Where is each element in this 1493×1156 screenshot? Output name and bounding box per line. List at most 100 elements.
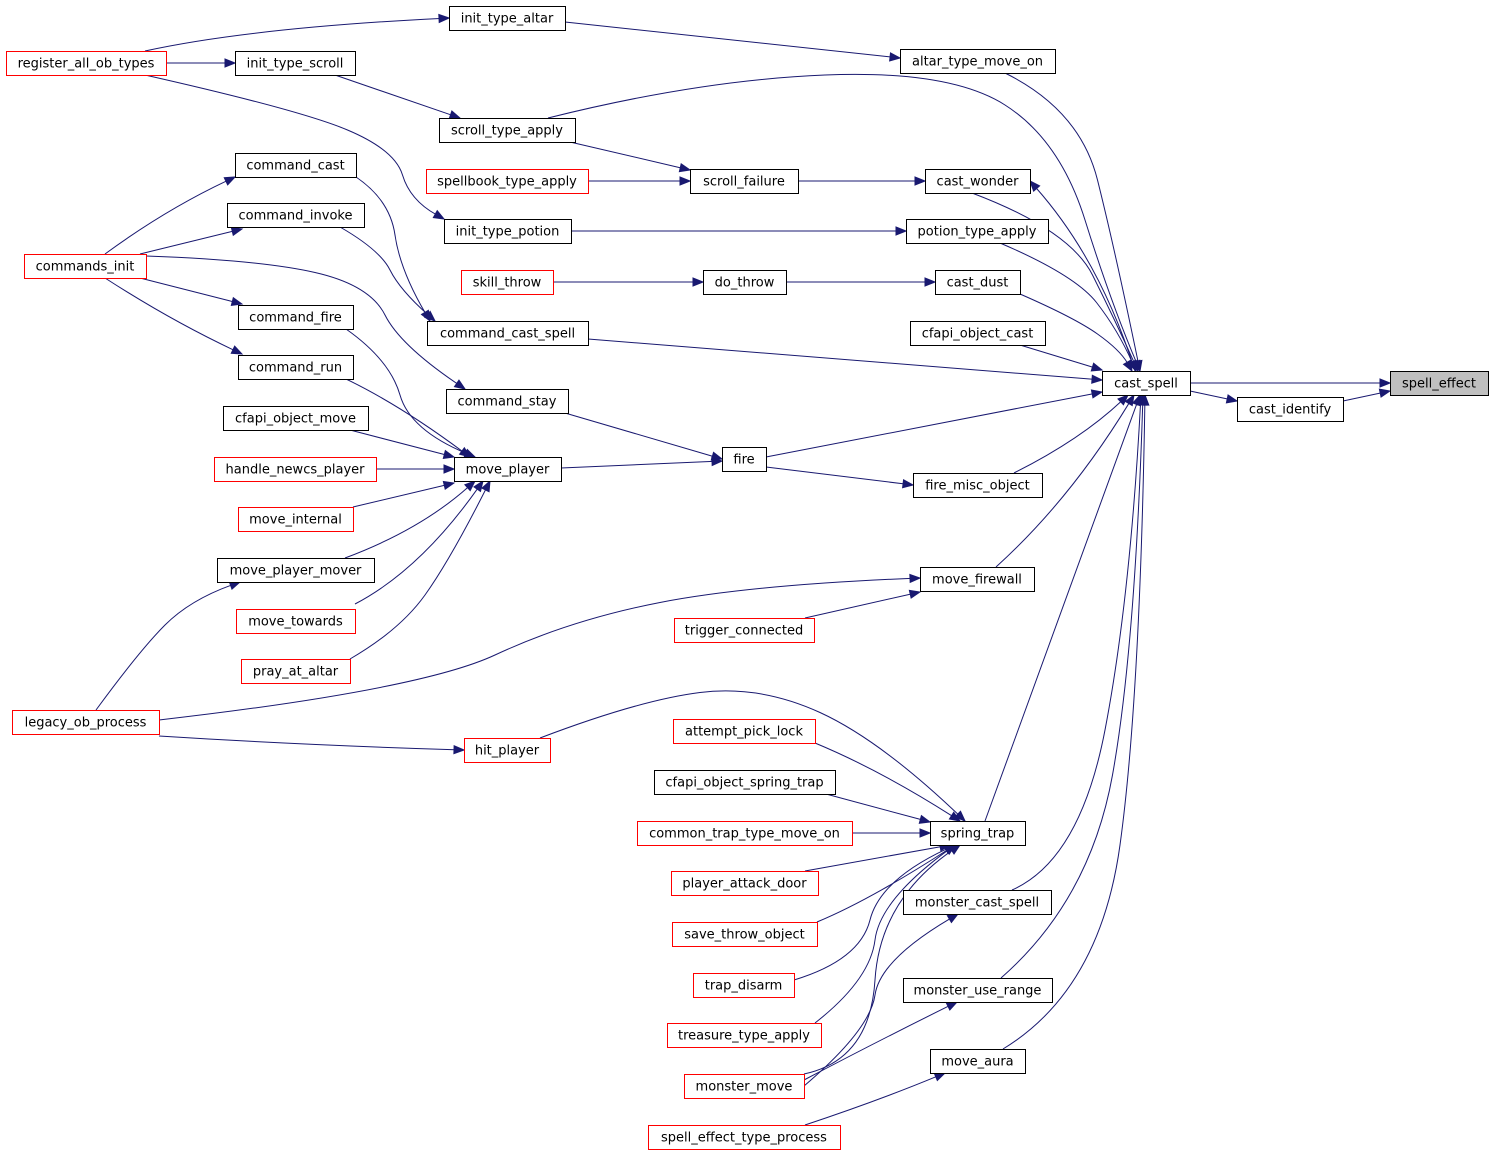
node-box (12, 710, 160, 735)
node-move-towards[interactable]: move_towards (236, 609, 356, 634)
node-spell-effect-type-process[interactable]: spell_effect_type_process (648, 1125, 841, 1150)
node-cfapi-object-spring-trap[interactable]: cfapi_object_spring_trap (654, 770, 836, 795)
edge-commands_init-to-command_invoke (139, 226, 244, 255)
node-cfapi-object-cast[interactable]: cfapi_object_cast (910, 321, 1046, 346)
edge-monster_cast_spell-to-cast_spell (1011, 393, 1146, 891)
arrow-head-icon (919, 828, 932, 838)
edge-line (144, 17, 441, 52)
arrow-head-icon (945, 1001, 959, 1011)
node-command-cast[interactable]: command_cast (235, 153, 357, 178)
node-box (1237, 397, 1344, 422)
node-command-invoke[interactable]: command_invoke (227, 203, 365, 228)
node-box (238, 507, 354, 532)
edge-cast_spell-to-spell_effect (1190, 378, 1392, 388)
node-box (454, 457, 562, 482)
node-label: fire_misc_object (925, 479, 1030, 494)
node-command-fire[interactable]: command_fire (238, 305, 354, 330)
node-move-internal[interactable]: move_internal (238, 507, 354, 532)
node-label: altar_type_move_on (912, 55, 1043, 70)
edge-register_all_ob_types-to-init_type_potion (144, 74, 446, 220)
node-common-trap-type-move-on[interactable]: common_trap_type_move_on (637, 821, 853, 846)
node-command-cast-spell[interactable]: command_cast_spell (427, 321, 589, 346)
edge-line (139, 230, 234, 255)
node-box (426, 169, 589, 194)
node-handle-newcs-player[interactable]: handle_newcs_player (214, 457, 377, 482)
node-trigger-connected[interactable]: trigger_connected (674, 618, 815, 643)
node-init-type-altar[interactable]: init_type_altar (449, 6, 566, 31)
node-pray-at-altar[interactable]: pray_at_altar (241, 659, 351, 684)
node-scroll-failure[interactable]: scroll_failure (690, 169, 799, 194)
edge-move_aura-to-cast_spell (1002, 393, 1150, 1050)
node-potion-type-apply[interactable]: potion_type_apply (906, 219, 1049, 244)
node-cast-wonder[interactable]: cast_wonder (925, 169, 1031, 194)
node-box (690, 169, 799, 194)
node-monster-cast-spell[interactable]: monster_cast_spell (903, 890, 1052, 915)
node-do-throw[interactable]: do_throw (703, 270, 787, 295)
node-register-all-ob-types[interactable]: register_all_ob_types (6, 51, 167, 76)
node-save-throw-object[interactable]: save_throw_object (672, 922, 818, 947)
node-treasure-type-apply[interactable]: treasure_type_apply (667, 1023, 822, 1048)
node-move-player[interactable]: move_player (454, 457, 562, 482)
node-legacy-ob-process[interactable]: legacy_ob_process (12, 710, 160, 735)
node-label: cfapi_object_spring_trap (665, 776, 823, 791)
edge-cast_dust-to-cast_spell (1019, 293, 1133, 373)
node-spring-trap[interactable]: spring_trap (930, 821, 1026, 846)
edge-move_player-to-fire (560, 456, 724, 469)
node-box (439, 118, 576, 143)
edge-command_invoke-to-command_cast_spell (339, 226, 437, 322)
edge-line (344, 486, 469, 559)
node-monster-move[interactable]: monster_move (684, 1074, 805, 1099)
node-box (227, 203, 365, 228)
arrow-head-icon (1378, 388, 1392, 398)
node-label: cfapi_object_cast (922, 327, 1034, 342)
node-command-run[interactable]: command_run (238, 355, 354, 380)
edge-scroll_type_apply-to-scroll_failure (569, 141, 692, 173)
edge-line (999, 242, 1133, 363)
node-altar-type-move-on[interactable]: altar_type_move_on (900, 49, 1056, 74)
node-cast-dust[interactable]: cast_dust (935, 270, 1021, 295)
edge-line (825, 793, 922, 821)
edge-fire_misc_object-to-cast_spell (1013, 394, 1129, 474)
node-attempt-pick-lock[interactable]: attempt_pick_lock (673, 719, 816, 744)
arrow-head-icon (230, 345, 244, 355)
node-trap-disarm[interactable]: trap_disarm (693, 973, 795, 998)
edge-monster_move-to-monster_use_range (803, 1001, 959, 1081)
edge-command_cast_spell-to-cast_spell (587, 338, 1104, 384)
edge-line (1342, 392, 1382, 402)
node-commands-init[interactable]: commands_init (24, 254, 147, 279)
node-monster-use-range[interactable]: monster_use_range (903, 978, 1053, 1003)
node-box (654, 770, 836, 795)
node-fire-misc-object[interactable]: fire_misc_object (913, 473, 1043, 498)
node-spellbook-type-apply[interactable]: spellbook_type_apply (426, 169, 589, 194)
node-label: trap_disarm (705, 979, 783, 994)
node-box (674, 618, 815, 643)
node-player-attack-door[interactable]: player_attack_door (671, 871, 819, 896)
arrow-head-icon (1379, 378, 1392, 388)
node-label: spring_trap (941, 827, 1015, 842)
node-cast-spell[interactable]: cast_spell (1102, 371, 1191, 396)
node-move-player-mover[interactable]: move_player_mover (217, 558, 375, 583)
node-fire[interactable]: fire (722, 447, 767, 472)
edge-line (145, 255, 458, 385)
node-scroll-type-apply[interactable]: scroll_type_apply (439, 118, 576, 143)
node-skill-throw[interactable]: skill_throw (461, 270, 554, 295)
node-cast-identify[interactable]: cast_identify (1237, 397, 1344, 422)
node-move-firewall[interactable]: move_firewall (920, 567, 1035, 592)
edge-handle_newcs_player-to-move_player (376, 464, 456, 474)
edge-register_all_ob_types-to-init_type_scroll (166, 58, 237, 68)
node-box (24, 254, 147, 279)
node-box (236, 609, 356, 634)
node-move-aura[interactable]: move_aura (930, 1049, 1026, 1074)
node-hit-player[interactable]: hit_player (464, 738, 551, 763)
node-init-type-potion[interactable]: init_type_potion (444, 219, 572, 244)
arrow-head-icon (914, 176, 927, 186)
node-init-type-scroll[interactable]: init_type_scroll (235, 51, 356, 76)
node-label: monster_move (696, 1080, 793, 1095)
edge-pray_at_altar-to-move_player (349, 479, 491, 660)
edge-line (564, 412, 714, 457)
node-cfapi-object-move[interactable]: cfapi_object_move (223, 406, 369, 431)
node-command-stay[interactable]: command_stay (446, 389, 569, 414)
node-box (900, 49, 1056, 74)
node-box (935, 270, 1021, 295)
